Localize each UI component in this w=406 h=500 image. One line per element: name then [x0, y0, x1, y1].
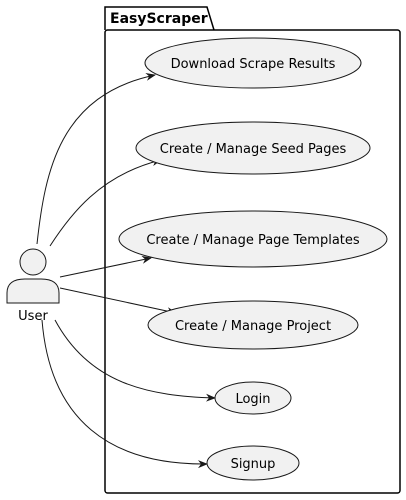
association-download	[36, 72, 156, 245]
package-frame	[104, 29, 401, 494]
use-case-ellipse	[147, 300, 359, 350]
package-title: EasyScraper	[110, 11, 208, 27]
use-case-label: Create / Manage Page Templates	[146, 233, 360, 248]
use-case-templates: Create / Manage Page Templates	[118, 210, 388, 268]
use-case-download: Download Scrape Results	[144, 37, 362, 89]
use-case-label: Download Scrape Results	[171, 57, 336, 72]
associations	[36, 72, 216, 469]
use-case-ellipse	[144, 37, 362, 89]
use-case-seed: Create / Manage Seed Pages	[135, 121, 371, 175]
actor-label: User	[18, 309, 48, 324]
association-login	[54, 319, 216, 402]
use-case-project: Create / Manage Project	[147, 300, 359, 350]
use-case-label: Signup	[231, 457, 276, 472]
association-templates	[59, 255, 152, 278]
actor-user: User	[6, 248, 60, 324]
use-case-label: Create / Manage Seed Pages	[160, 142, 347, 157]
use-case-login: Login	[214, 381, 292, 415]
use-case-ellipse	[118, 210, 388, 268]
use-case-ellipse	[214, 381, 292, 415]
use-case-ellipse	[206, 445, 300, 481]
actor-body-icon	[6, 278, 60, 304]
package-easyscraper: EasyScraper	[104, 6, 401, 494]
use-case-signup: Signup	[206, 445, 300, 481]
use-case-label: Create / Manage Project	[175, 319, 331, 334]
association-signup	[41, 319, 208, 469]
use-case-ellipse	[135, 121, 371, 175]
actor-head-icon	[19, 248, 47, 276]
package-tab	[104, 6, 215, 31]
use-case-label: Login	[235, 392, 270, 407]
association-project	[59, 287, 177, 316]
association-seed	[49, 158, 162, 247]
